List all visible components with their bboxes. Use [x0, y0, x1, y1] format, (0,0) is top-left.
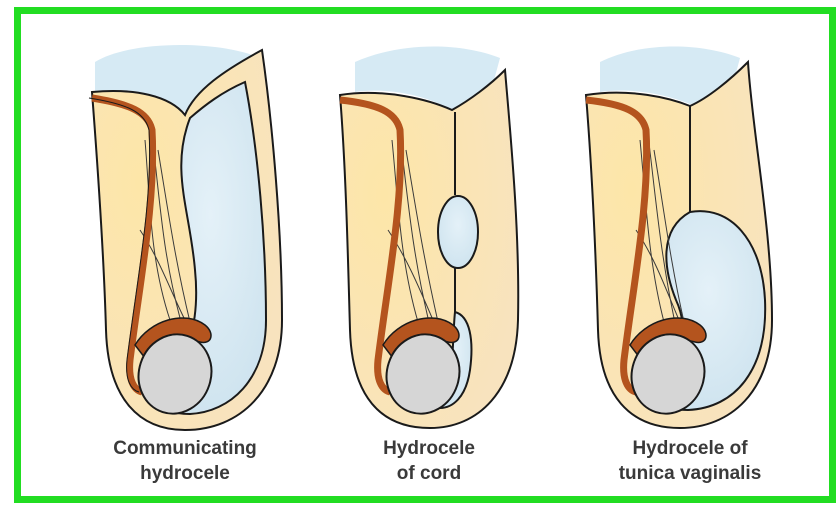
panel-hydrocele-of-cord	[340, 46, 518, 428]
panel-communicating-hydrocele	[89, 45, 282, 430]
cord-cyst	[438, 196, 478, 268]
caption-communicating-hydrocele: Communicating hydrocele	[70, 436, 300, 486]
caption-hydrocele-of-cord: Hydrocele of cord	[314, 436, 544, 486]
caption-hydrocele-of-tunica-vaginalis: Hydrocele of tunica vaginalis	[575, 436, 805, 486]
panel-hydrocele-of-tunica-vaginalis	[586, 46, 772, 428]
